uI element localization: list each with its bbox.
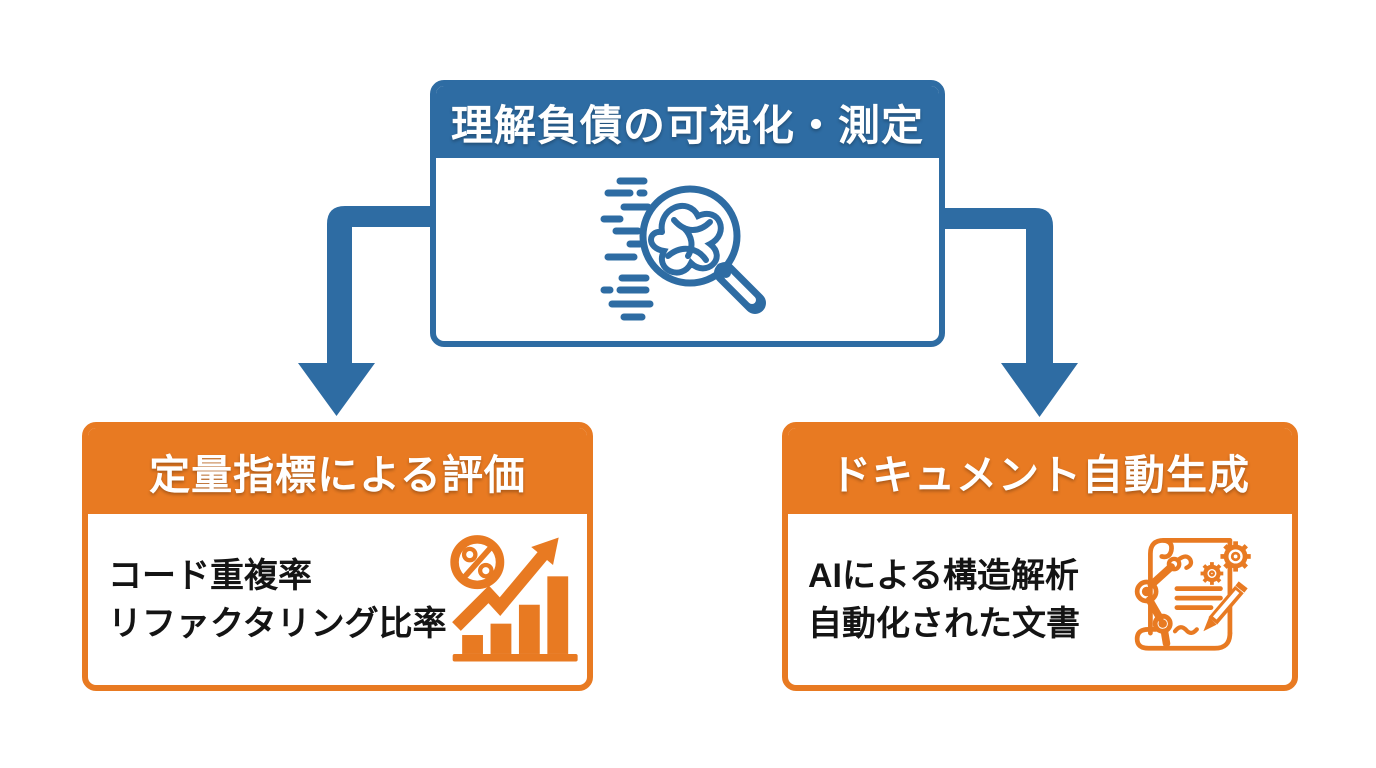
node-body: コード重複率 リファクタリング比率: [88, 514, 587, 685]
robot-arm-document-icon: [1118, 529, 1268, 671]
node-quantitative-evaluation: 定量指標による評価 コード重複率 リファクタリング比率: [82, 422, 593, 691]
node-title: 定量指標による評価: [149, 452, 526, 498]
metric-line: AIによる構造解析: [808, 556, 1079, 595]
arrow-to-right-node: [943, 208, 1078, 417]
node-body: [436, 158, 939, 341]
metric-line: リファクタリング比率: [108, 604, 447, 643]
arrow-to-left-node: [298, 206, 433, 416]
node-header: 理解負債の可視化・測定: [436, 86, 939, 158]
node-understanding-debt: 理解負債の可視化・測定: [430, 80, 945, 347]
percent-growth-chart-icon: [447, 531, 587, 669]
metric-lines: AIによる構造解析 自動化された文書: [808, 552, 1080, 648]
magnifier-tangled-knot-icon: [588, 168, 788, 332]
metric-line: 自動化された文書: [808, 604, 1080, 643]
node-document-generation: ドキュメント自動生成 AIによる構造解析 自動化された文書: [782, 422, 1298, 691]
metric-line: コード重複率: [108, 556, 312, 595]
node-header: 定量指標による評価: [88, 428, 587, 514]
node-title: ドキュメント自動生成: [830, 452, 1250, 498]
node-body: AIによる構造解析 自動化された文書: [788, 514, 1292, 685]
metric-lines: コード重複率 リファクタリング比率: [108, 552, 447, 648]
node-title: 理解負債の可視化・測定: [450, 101, 924, 149]
node-header: ドキュメント自動生成: [788, 428, 1292, 514]
